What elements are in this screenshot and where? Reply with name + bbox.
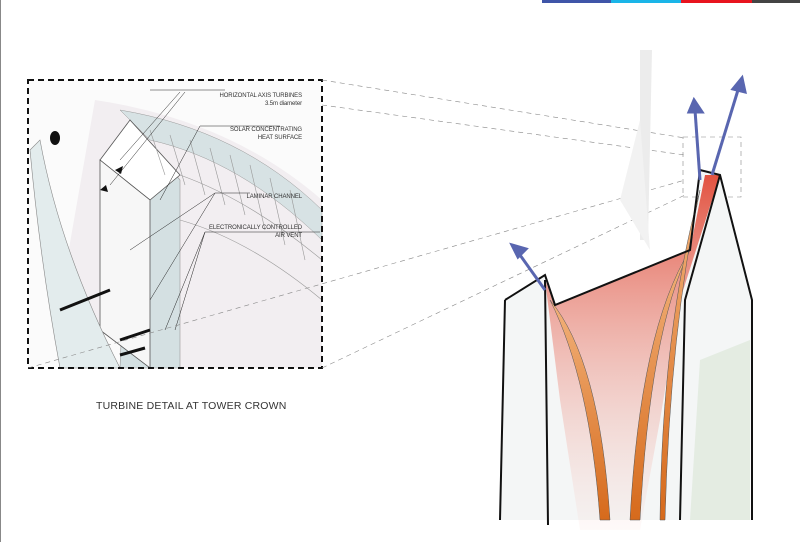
label-turbines: HORIZONTAL AXIS TURBINES 3.5m diameter <box>200 92 302 108</box>
left-margin-rule <box>0 0 1 542</box>
label-line: ELECTRONICALLY CONTROLLED <box>209 225 302 231</box>
color-bar-blue <box>542 0 611 3</box>
label-line: LAMINAR CHANNEL <box>246 194 302 200</box>
label-line: SOLAR CONCENTRATING <box>230 127 302 133</box>
label-solar-surface: SOLAR CONCENTRATING HEAT SURFACE <box>200 126 302 142</box>
label-air-vent: ELECTRONICALLY CONTROLLED AIR VENT <box>190 224 302 240</box>
tower-section <box>499 50 753 530</box>
color-bar-cyan <box>611 0 681 3</box>
label-laminar-channel: LAMINAR CHANNEL <box>200 193 302 201</box>
color-bar-dark <box>752 0 800 3</box>
turbine-detail-drawing <box>27 79 323 369</box>
color-bar-red <box>681 0 752 3</box>
airflow-arrows <box>509 74 747 291</box>
label-line: AIR VENT <box>275 233 302 239</box>
detail-caption: TURBINE DETAIL AT TOWER CROWN <box>96 400 287 412</box>
label-line: 3.5m diameter <box>264 101 302 107</box>
label-line: HORIZONTAL AXIS TURBINES <box>219 93 302 99</box>
label-line: HEAT SURFACE <box>257 135 302 141</box>
